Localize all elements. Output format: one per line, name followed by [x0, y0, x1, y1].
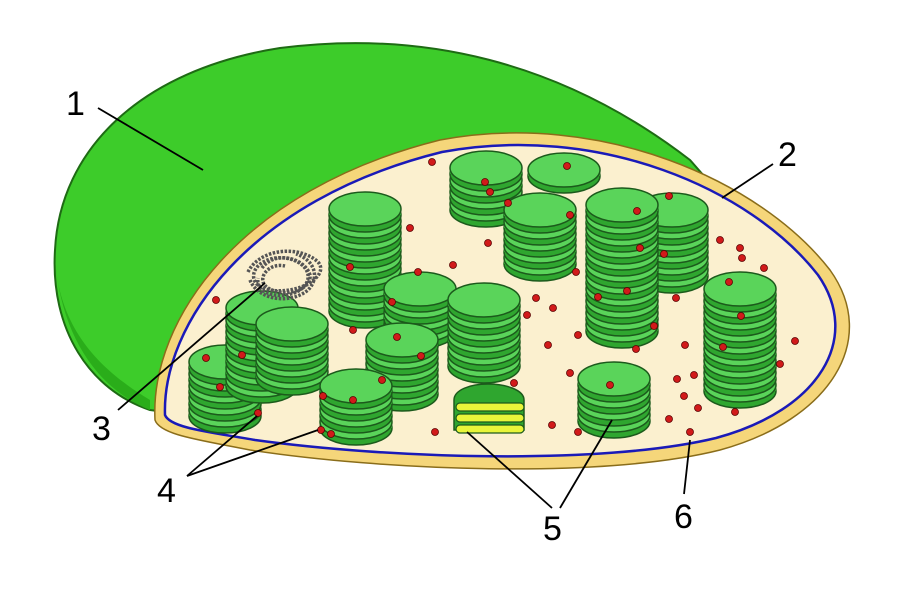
granum-stack-right-tall [585, 187, 659, 349]
granum-stack-center [447, 282, 521, 384]
leader-lines [97, 107, 774, 509]
label-4-ribosomes: 4 [157, 472, 176, 510]
label-6-stroma: 6 [674, 498, 693, 536]
label-1-outer-membrane: 1 [66, 85, 85, 123]
granum-stack-mid-right [503, 192, 577, 282]
label-3-dna: 3 [92, 410, 111, 448]
thylakoid-cutaway [453, 383, 525, 434]
granum-stack-far-right [703, 271, 777, 409]
label-2-intermembrane-space: 2 [778, 136, 797, 174]
granum-stack-front-left [255, 306, 329, 396]
label-5-thylakoid: 5 [543, 510, 562, 548]
ribosomes [202, 158, 799, 438]
granum-stack-lower-right [577, 361, 651, 439]
granum-single-top [527, 152, 601, 194]
dna-nucleoid [246, 249, 323, 301]
